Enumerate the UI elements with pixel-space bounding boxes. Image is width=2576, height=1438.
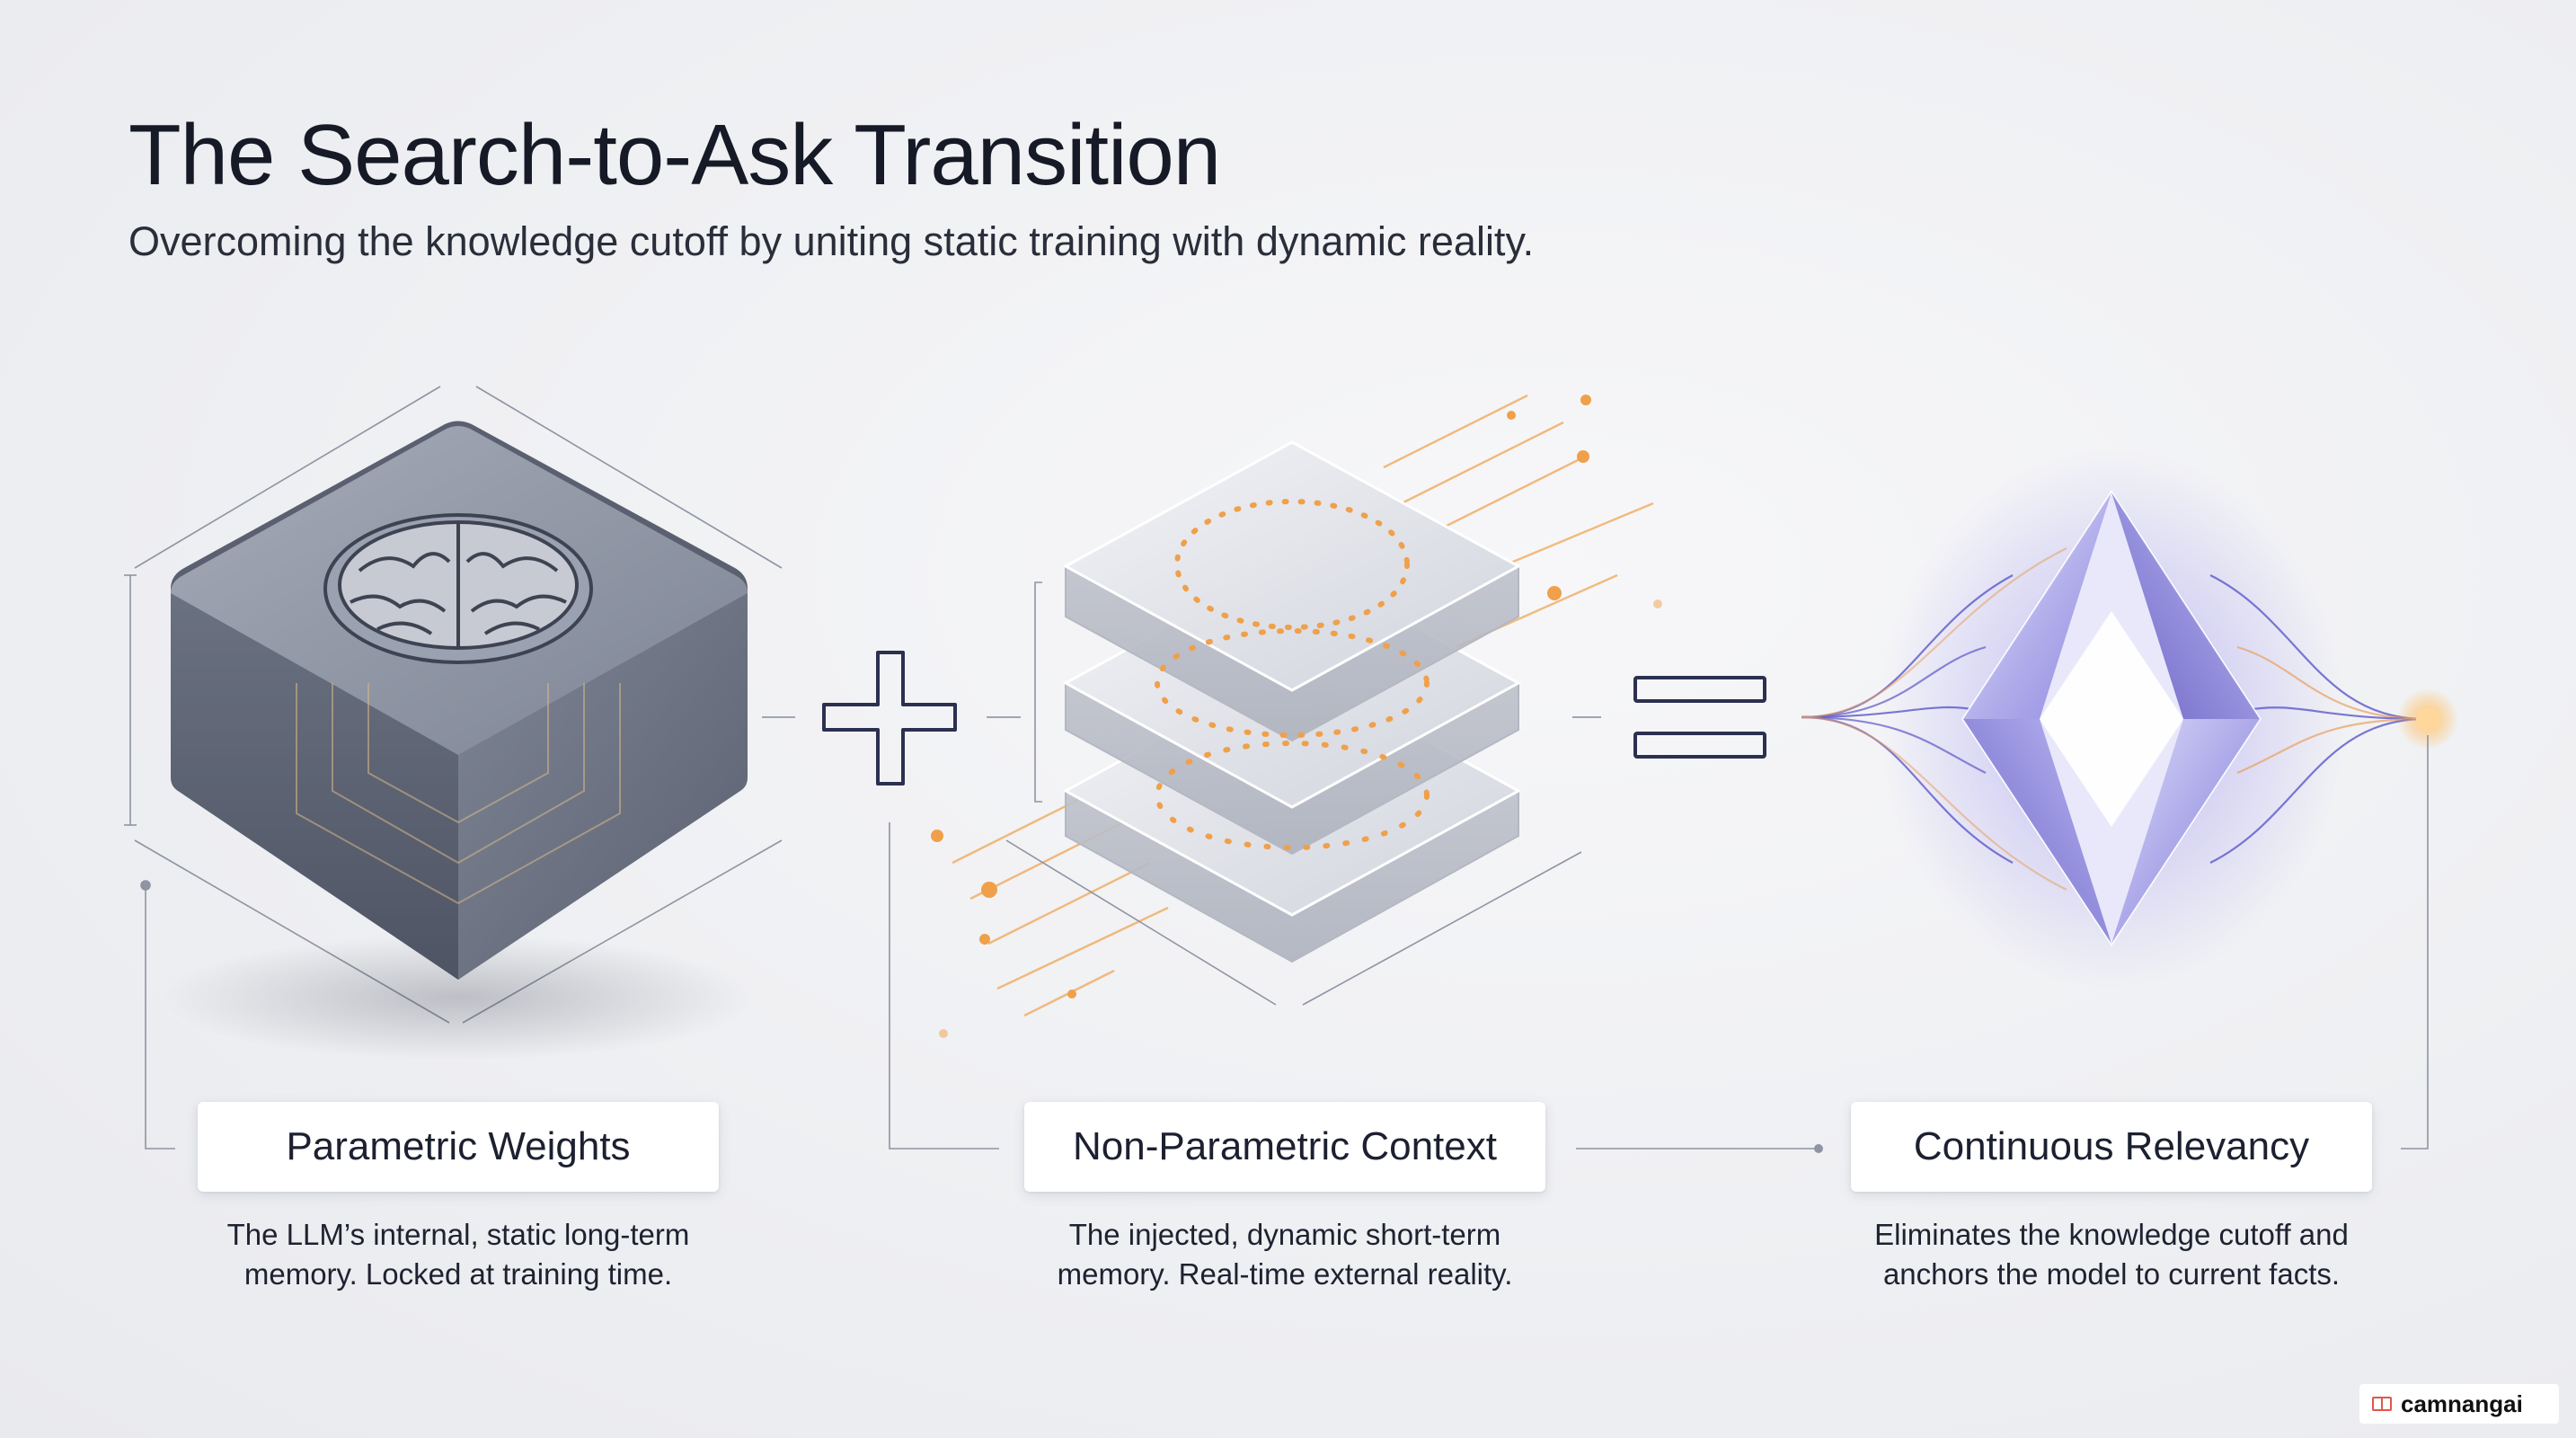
non-parametric-context-description: The injected, dynamic short-term memory.… xyxy=(997,1215,1572,1294)
description-line: The LLM’s internal, static long-term xyxy=(226,1218,690,1251)
converging-strands xyxy=(1801,547,2427,891)
non-parametric-context-label: Non-Parametric Context xyxy=(1024,1102,1545,1192)
description-line: The injected, dynamic short-term xyxy=(1068,1218,1501,1251)
description-line: memory. Real-time external reality. xyxy=(1057,1257,1513,1291)
watermark-text: camnangai xyxy=(2401,1389,2523,1417)
continuous-relevancy-description: Eliminates the knowledge cutoff and anch… xyxy=(1824,1215,2399,1294)
equals-icon xyxy=(1633,676,1766,759)
brain-icon xyxy=(323,513,593,664)
parametric-cube-illustration xyxy=(124,386,783,1150)
description-line: anchors the model to current facts. xyxy=(1882,1257,2341,1291)
parametric-weights-label: Parametric Weights xyxy=(198,1102,719,1192)
data-particles xyxy=(931,395,1662,1038)
parametric-weights-description: The LLM’s internal, static long-term mem… xyxy=(171,1215,746,1294)
label-connector xyxy=(1576,1144,1823,1153)
continuous-relevancy-label: Continuous Relevancy xyxy=(1851,1102,2372,1192)
page-title: The Search-to-Ask Transition xyxy=(128,107,1221,203)
page-subtitle: Overcoming the knowledge cutoff by uniti… xyxy=(128,218,1535,264)
watermark-badge: camnangai xyxy=(2359,1384,2559,1424)
data-streams xyxy=(952,394,1654,1017)
description-line: memory. Locked at training time. xyxy=(243,1257,673,1291)
context-stack-illustration xyxy=(889,394,1662,1150)
description-line: Eliminates the knowledge cutoff and xyxy=(1874,1218,2349,1251)
plus-icon xyxy=(822,651,957,786)
crystal-diamond-illustration xyxy=(1801,449,2458,1150)
book-icon xyxy=(2372,1397,2392,1411)
